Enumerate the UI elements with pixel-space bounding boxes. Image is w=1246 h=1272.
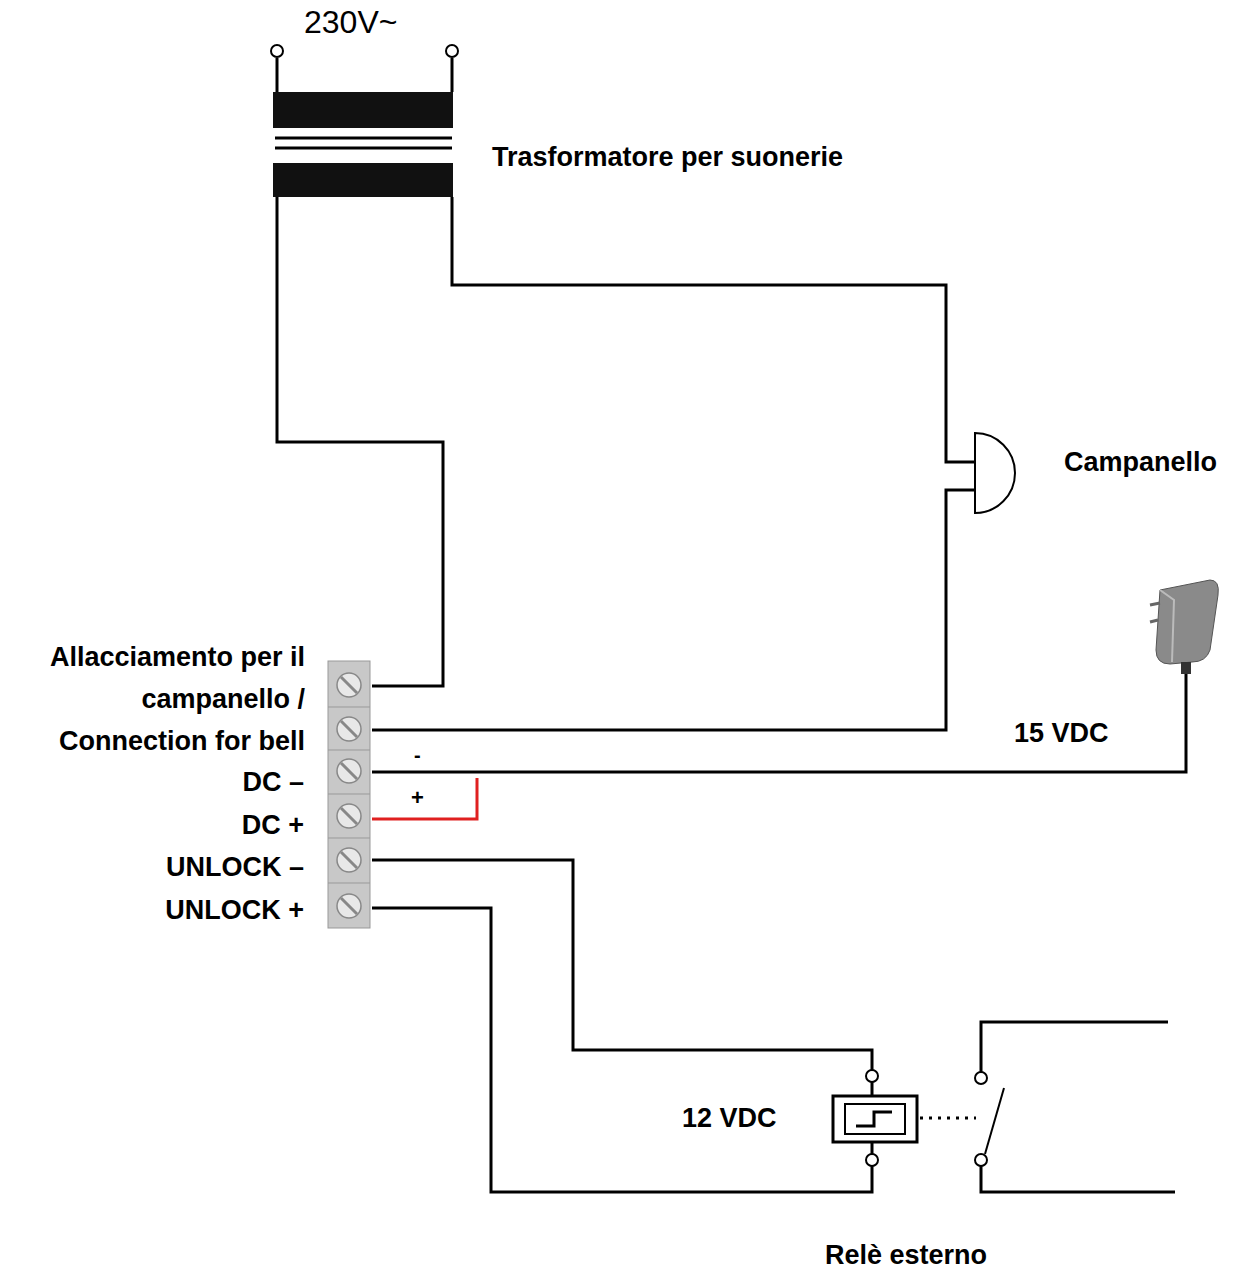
transformer-primary (273, 92, 453, 128)
dc-plus-wire (372, 778, 477, 819)
part-label: Trasformatore per suonerie (492, 141, 843, 173)
mains-lead (276, 58, 279, 92)
part-label: Campanello (1064, 446, 1217, 478)
relay-link (920, 1117, 976, 1120)
terminal-block (328, 661, 370, 928)
polarity-mark: - (414, 739, 421, 771)
dc-minus-wire (372, 672, 1186, 772)
pin-label: UNLOCK – (166, 851, 304, 883)
polarity-mark: + (411, 782, 424, 814)
pin-label: DC + (242, 809, 304, 841)
switch-contact (975, 1154, 987, 1166)
bell-wire (452, 197, 975, 462)
part-label: Relè esterno (825, 1239, 987, 1271)
transformer-core (275, 147, 452, 150)
mains-terminal (446, 45, 458, 57)
relay-pin (866, 1070, 878, 1082)
mains-terminal (271, 45, 283, 57)
switch-contact (975, 1072, 987, 1084)
relay-coil-inner (845, 1104, 905, 1134)
bell-wire (372, 490, 975, 730)
bell-symbol (975, 433, 1015, 513)
voltage-label: 15 VDC (1014, 717, 1109, 749)
terminal-label: Allacciamento per il campanello / Connec… (3, 636, 305, 762)
switch-wire (981, 1022, 1168, 1072)
bell-wire (277, 197, 443, 686)
transformer-secondary (273, 163, 453, 197)
unlock-wire (372, 908, 872, 1192)
pin-label: UNLOCK + (165, 894, 304, 926)
relay-lead (871, 1142, 874, 1154)
pin-label: DC – (242, 766, 304, 798)
switch-blade (985, 1088, 1004, 1154)
unlock-wire (372, 860, 872, 1070)
transformer-core (275, 137, 452, 140)
relay-step-symbol (856, 1112, 892, 1126)
switch-wire (981, 1166, 1175, 1192)
voltage-label: 230V~ (304, 6, 397, 38)
relay-coil (833, 1096, 917, 1142)
relay-pin (866, 1154, 878, 1166)
power-adapter (1150, 580, 1218, 674)
voltage-label: 12 VDC (682, 1102, 777, 1134)
mains-lead (451, 58, 454, 92)
relay-lead (871, 1082, 874, 1096)
